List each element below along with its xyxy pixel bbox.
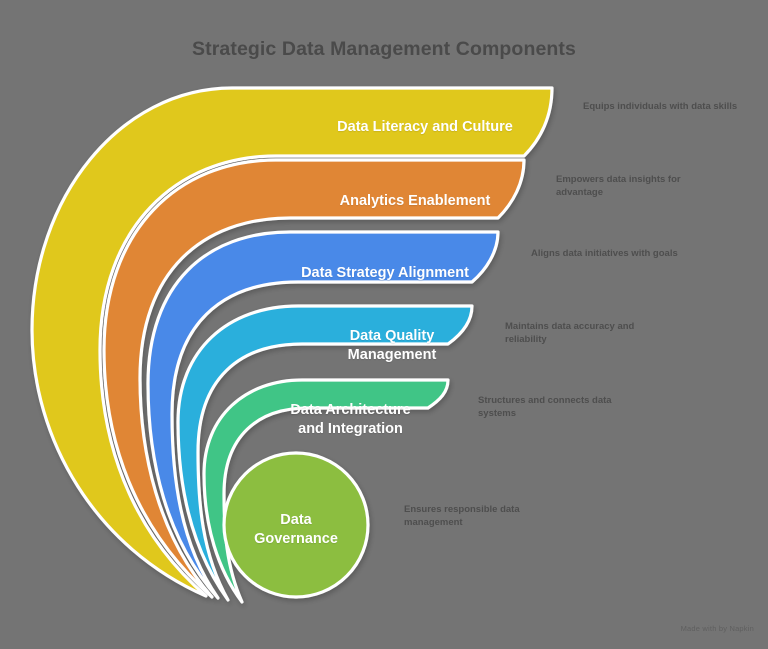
funnel-description-2: Empowers data insights for advantage: [556, 174, 681, 198]
funnel-band-label-4: Data Quality Management: [347, 328, 437, 363]
funnel-band-1[interactable]: [30, 86, 554, 598]
funnel-description-3: Aligns data initiatives with goals: [531, 248, 678, 259]
funnel-description-5: Structures and connects data systems: [478, 395, 612, 419]
watermark: Made with by Napkin: [680, 624, 754, 633]
page-title: Strategic Data Management Components: [192, 38, 576, 60]
funnel-band-label-3: Data Strategy Alignment: [301, 265, 469, 281]
funnel-description-6: Ensures responsible data management: [404, 504, 520, 528]
funnel-description-1: Equips individuals with data skills: [583, 101, 738, 112]
funnel-band-4[interactable]: [176, 304, 474, 602]
funnel-band-2[interactable]: [102, 158, 526, 599]
funnel-description-4: Maintains data accuracy and reliability: [505, 321, 635, 345]
funnel-core-circle[interactable]: [222, 451, 370, 599]
funnel-band-label-6: Data Governance: [254, 512, 338, 547]
funnel-band-label-1: Data Literacy and Culture: [337, 119, 513, 135]
funnel-band-5[interactable]: [202, 378, 450, 604]
funnel-band-label-2: Analytics Enablement: [339, 193, 491, 209]
funnel-band-3[interactable]: [146, 230, 500, 600]
funnel-band-label-5: Data Architecture and Integration: [290, 402, 411, 437]
